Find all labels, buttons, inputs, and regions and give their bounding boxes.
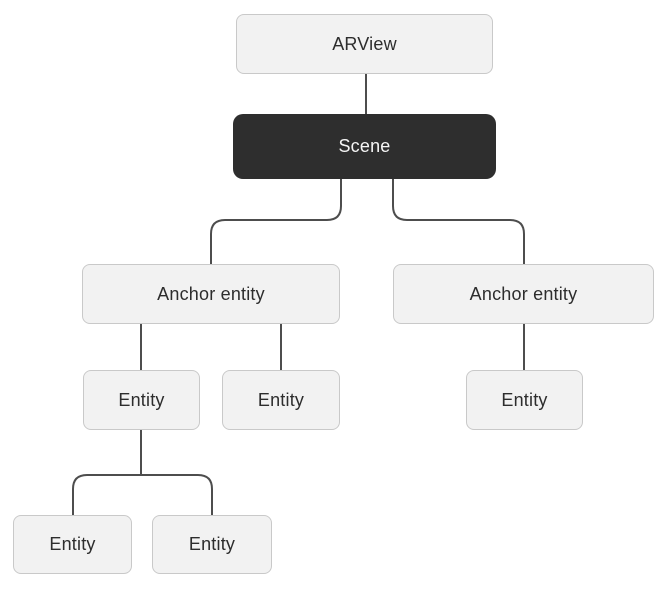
- node-anchor-entity-left: Anchor entity: [82, 264, 340, 324]
- node-entity-right-1: Entity: [466, 370, 583, 430]
- node-entity-left-2-label: Entity: [257, 389, 305, 410]
- node-anchor-entity-right: Anchor entity: [393, 264, 654, 324]
- node-entity-bottom-1-label: Entity: [49, 534, 96, 554]
- edge-entity-l1-children: [72, 474, 213, 515]
- node-entity-bottom-2-label: Entity: [188, 534, 236, 554]
- node-entity-right-1-label: Entity: [501, 389, 548, 410]
- edge-scene-anchor-right: [392, 179, 525, 264]
- node-entity-left-2: Entity: [222, 370, 340, 430]
- node-entity-left-1-label: Entity: [118, 389, 165, 410]
- node-scene: Scene: [233, 114, 496, 179]
- node-arview-label: ARView: [332, 33, 397, 54]
- node-anchor-entity-left-label: Anchor entity: [157, 283, 265, 304]
- node-entity-left-1: Entity: [83, 370, 200, 430]
- node-arview: ARView: [236, 14, 493, 74]
- node-scene-label: Scene: [338, 136, 391, 156]
- node-entity-bottom-1: Entity: [13, 515, 132, 574]
- node-anchor-entity-right-label: Anchor entity: [469, 283, 578, 304]
- node-entity-bottom-2: Entity: [152, 515, 272, 574]
- edge-scene-anchor-left: [210, 179, 342, 264]
